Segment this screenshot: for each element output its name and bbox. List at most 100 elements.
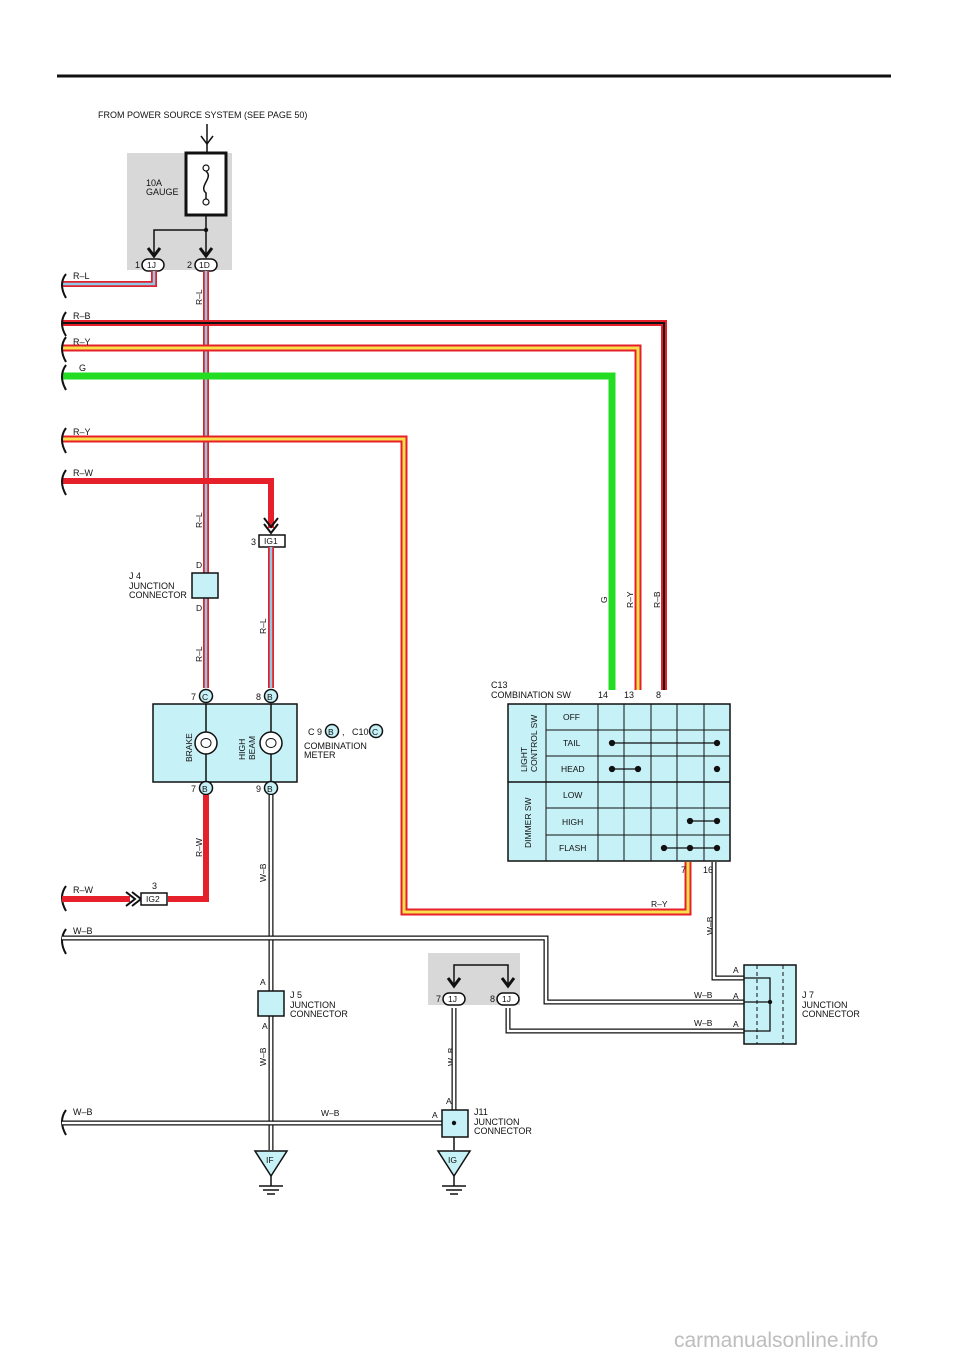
- watermark: carmanualsonline.info: [674, 1329, 878, 1352]
- connector-ig2: [140, 892, 168, 906]
- row-low: LOW: [563, 790, 582, 800]
- row-high: HIGH: [562, 817, 583, 827]
- svg-text:JUNCTION: JUNCTION: [290, 1000, 336, 1010]
- combination-switch: [507, 703, 731, 862]
- svg-text:CONTROL SW: CONTROL SW: [529, 715, 539, 772]
- ground-if-icon: [253, 1150, 289, 1195]
- svg-text:IG2: IG2: [146, 894, 160, 904]
- wire-wb-top: [62, 935, 744, 1005]
- svg-text:METER: METER: [304, 750, 336, 760]
- wire-rw-ig2: [62, 795, 209, 902]
- row-head: HEAD: [561, 764, 585, 774]
- svg-text:DIMMER SW: DIMMER SW: [523, 797, 533, 848]
- wire-rl-left: [62, 271, 157, 287]
- wire-rw-top: [62, 478, 274, 528]
- svg-text:D: D: [196, 560, 202, 570]
- fuse-element-icon: [203, 170, 209, 199]
- ground-if-label: IF: [266, 1155, 274, 1165]
- ground-ig-label: IG: [448, 1155, 457, 1165]
- label-wb-2: W–B: [73, 1107, 93, 1117]
- svg-text:8: 8: [656, 690, 661, 700]
- fuse-10a-gauge: [184, 151, 228, 217]
- svg-text:R–W: R–W: [194, 838, 204, 857]
- svg-text:W–B: W–B: [258, 863, 268, 882]
- pin-1j-lower-8: [496, 992, 520, 1006]
- svg-text:G: G: [599, 596, 609, 603]
- label-wb: W–B: [73, 926, 93, 936]
- svg-text:7: 7: [436, 994, 441, 1004]
- svg-text:1D: 1D: [199, 260, 210, 270]
- svg-text:2: 2: [187, 260, 192, 270]
- svg-text:R–L: R–L: [194, 646, 204, 662]
- switch-contacts: [608, 739, 721, 852]
- svg-text:A: A: [446, 1096, 452, 1106]
- pin-1j-lower-7: [442, 992, 466, 1006]
- svg-text:B: B: [267, 784, 273, 794]
- svg-text:JUNCTION: JUNCTION: [474, 1117, 520, 1127]
- fuse-name: GAUGE: [146, 187, 179, 197]
- svg-text:1J: 1J: [147, 260, 156, 270]
- svg-text:R–L: R–L: [258, 618, 268, 634]
- svg-text:3: 3: [152, 881, 157, 891]
- label-ry: R–Y: [73, 337, 91, 347]
- svg-text:R–L: R–L: [194, 289, 204, 305]
- svg-text:A: A: [733, 991, 739, 1001]
- svg-text:R–Y: R–Y: [625, 591, 635, 608]
- brake-lamp-icon: [194, 731, 218, 755]
- wire-wb-j7-sw: [711, 862, 744, 981]
- label-rw: R–W: [73, 468, 94, 478]
- svg-text:7: 7: [681, 865, 686, 875]
- svg-text:COMBINATION SW: COMBINATION SW: [491, 690, 571, 700]
- svg-text:1J: 1J: [502, 994, 511, 1004]
- svg-text:J11: J11: [474, 1107, 488, 1117]
- row-flash: FLASH: [559, 843, 586, 853]
- svg-text:BRAKE: BRAKE: [184, 733, 194, 762]
- label-rb: R–B: [73, 311, 91, 321]
- svg-text:JUNCTION: JUNCTION: [129, 581, 175, 591]
- svg-text:W–B: W–B: [446, 1047, 456, 1066]
- svg-text:CONNECTOR: CONNECTOR: [474, 1126, 532, 1136]
- svg-text:R–Y: R–Y: [651, 899, 668, 909]
- svg-text:A: A: [733, 1019, 739, 1029]
- svg-text:C10: C10: [352, 727, 369, 737]
- source-note: FROM POWER SOURCE SYSTEM (SEE PAGE 50): [98, 110, 307, 120]
- svg-text:C: C: [202, 692, 208, 702]
- svg-text:B: B: [328, 727, 334, 737]
- svg-text:W–B: W–B: [321, 1108, 340, 1118]
- svg-text:BEAM: BEAM: [247, 736, 257, 760]
- svg-text:CONNECTOR: CONNECTOR: [802, 1009, 860, 1019]
- junction-j5: [257, 990, 285, 1017]
- svg-text:R–B: R–B: [652, 591, 662, 608]
- svg-text:B: B: [202, 784, 208, 794]
- svg-text:LIGHT: LIGHT: [519, 747, 529, 772]
- svg-text:B: B: [267, 692, 273, 702]
- svg-text:W–B: W–B: [258, 1047, 268, 1066]
- svg-text:1J: 1J: [448, 994, 457, 1004]
- svg-text:7: 7: [191, 692, 196, 702]
- label-rl: R–L: [73, 271, 90, 281]
- svg-text:R–L: R–L: [194, 512, 204, 528]
- svg-text:W–B: W–B: [694, 990, 713, 1000]
- svg-text:8: 8: [490, 994, 495, 1004]
- label-ry-2: R–Y: [73, 427, 91, 437]
- wire-break-marks: [61, 273, 67, 1136]
- svg-text:C13: C13: [491, 680, 508, 690]
- svg-text:J 4: J 4: [129, 571, 141, 581]
- svg-text:14: 14: [598, 690, 608, 700]
- row-tail: TAIL: [563, 738, 581, 748]
- svg-text:CONNECTOR: CONNECTOR: [129, 590, 187, 600]
- svg-text:W–B: W–B: [694, 1018, 713, 1028]
- label-g: G: [79, 363, 86, 373]
- svg-text:J 5: J 5: [290, 990, 302, 1000]
- wire-rb: [62, 320, 667, 690]
- svg-text:16: 16: [703, 865, 713, 875]
- svg-text:7: 7: [191, 784, 196, 794]
- svg-text:,: ,: [342, 727, 345, 737]
- svg-text:HIGH: HIGH: [237, 739, 247, 760]
- svg-text:W–B: W–B: [705, 916, 715, 935]
- svg-text:A: A: [432, 1110, 438, 1120]
- svg-text:A: A: [260, 977, 266, 987]
- svg-text:A: A: [262, 1021, 268, 1031]
- svg-text:8: 8: [256, 692, 261, 702]
